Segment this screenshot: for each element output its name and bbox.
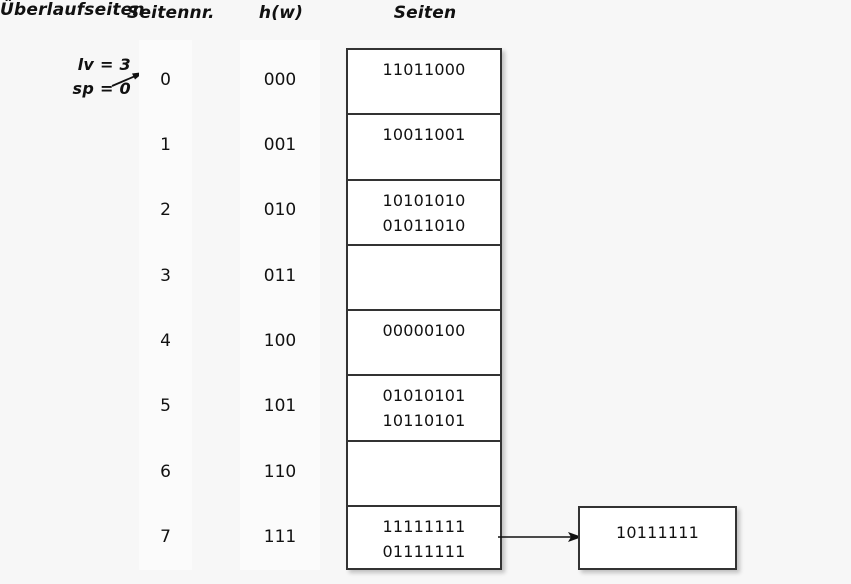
annotation-lv: lv = 3: [77, 55, 131, 74]
page-row: 00000100: [348, 311, 500, 377]
page-row: 11011000: [348, 50, 500, 116]
seitennr-cell: 4: [160, 331, 171, 351]
page-entry: 11011000: [382, 60, 466, 79]
column-strip-hw: [240, 40, 320, 570]
seitennr-cell: 0: [160, 70, 171, 90]
hw-cell: 001: [263, 135, 297, 155]
overflow-page-entry: 10111111: [615, 523, 700, 542]
page-row: [348, 442, 500, 507]
page-row: 01010101 10110101: [348, 376, 500, 442]
hw-cell: 000: [263, 70, 297, 90]
hw-cell: 110: [263, 462, 297, 482]
arrow-right-icon: [498, 532, 582, 542]
page-row: 10011001: [348, 115, 500, 181]
seitennr-cell: 7: [160, 527, 171, 547]
pages-table: 11011000 10011001 10101010 01011010 0000…: [346, 48, 502, 570]
seitennr-cell: 3: [160, 266, 171, 286]
page-entry: 01011010: [382, 215, 466, 235]
column-header-hw: h(w): [258, 3, 304, 23]
hw-cell: 100: [263, 331, 297, 351]
hw-cell: 010: [263, 200, 297, 220]
column-header-ueberlaufseiten: Überlaufseiten: [0, 0, 145, 20]
column-strip-seitennr: [139, 40, 192, 570]
column-header-seitennr: Seitennr.: [127, 3, 215, 23]
seitennr-cell: 6: [160, 462, 171, 482]
page-entry: 10101010: [382, 190, 466, 210]
page-entry: 00000100: [382, 321, 466, 340]
page-entry: 01010101: [382, 386, 466, 406]
page-row: 11111111 01111111: [348, 507, 500, 572]
page-entry: 10011001: [382, 125, 466, 145]
overflow-page-box: 10111111: [578, 506, 737, 570]
seitennr-cell: 1: [160, 135, 171, 155]
column-header-seiten: Seiten: [393, 3, 457, 23]
seitennr-cell: 5: [160, 396, 171, 416]
page-row: 10101010 01011010: [348, 181, 500, 246]
page-entry: 01111111: [382, 541, 466, 561]
page-entry: 10110101: [382, 411, 466, 431]
hw-cell: 101: [263, 396, 297, 416]
hw-cell: 111: [263, 527, 297, 547]
seitennr-cell: 2: [160, 200, 171, 220]
hw-cell: 011: [263, 266, 297, 286]
page-row: [348, 246, 500, 311]
page-entry: 11111111: [382, 516, 466, 536]
